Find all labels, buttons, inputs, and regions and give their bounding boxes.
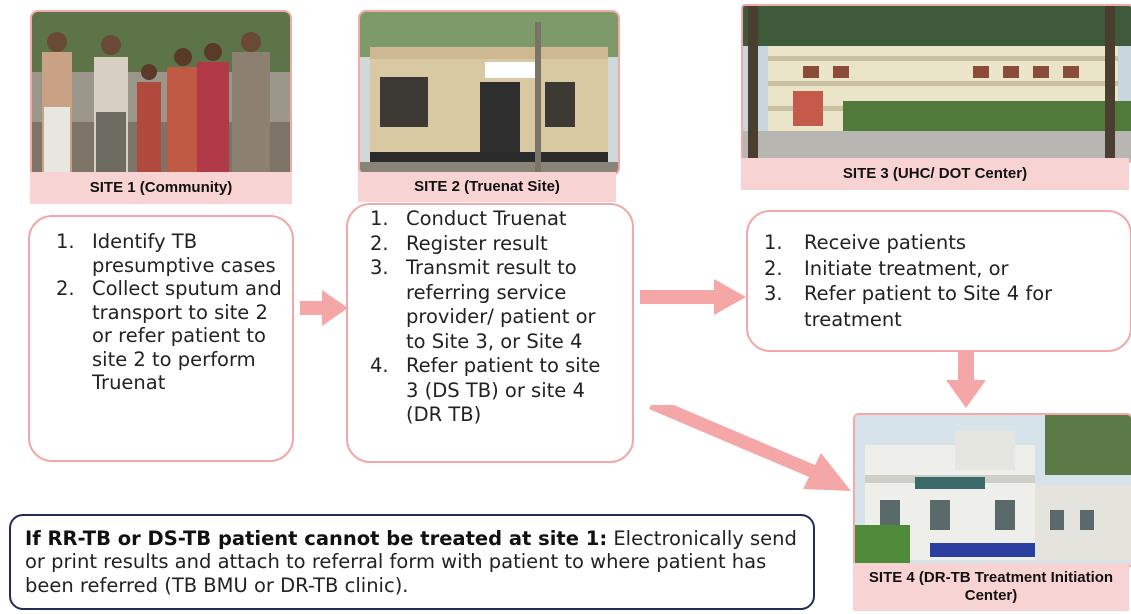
site3-steps-list: 1.Receive patients 2.Initiate treatment,… — [764, 230, 1094, 332]
site3-steps-box: 1.Receive patients 2.Initiate treatment,… — [746, 210, 1131, 352]
arrow-site3-to-site4 — [946, 350, 986, 408]
list-item: 3.Transmit result to referring service p… — [370, 256, 596, 353]
site2-steps-list: 1.Conduct Truenat 2.Register result 3.Tr… — [370, 207, 616, 428]
site1-steps-list: 1.Identify TB presumptive cases 2.Collec… — [56, 230, 286, 395]
list-item: 2.Register result — [370, 231, 548, 255]
site1-label: SITE 1 (Community) — [30, 172, 292, 204]
list-item: 2.Initiate treatment, or — [764, 256, 1009, 280]
list-item: 2.Collect sputum and transport to site 2… — [56, 277, 282, 394]
list-item: 1.Receive patients — [764, 231, 967, 254]
list-item: 4.Refer patient to site 3 (DS TB) or sit… — [370, 354, 601, 426]
site2-steps-box: 1.Conduct Truenat 2.Register result 3.Tr… — [346, 203, 634, 463]
site3-photo — [741, 4, 1131, 163]
list-item: 1.Identify TB presumptive cases — [56, 230, 276, 277]
referral-note-text: Electronically send or print results and… — [25, 527, 797, 597]
list-item: 1.Conduct Truenat — [370, 207, 567, 230]
arrow-site2-to-site4 — [649, 405, 851, 491]
referral-note: If RR-TB or DS-TB patient cannot be trea… — [9, 514, 815, 610]
arrow-site2-to-site3 — [640, 279, 746, 315]
site2-label: SITE 2 (Truenat Site) — [358, 172, 616, 202]
site3-label: SITE 3 (UHC/ DOT Center) — [741, 158, 1129, 190]
arrow-site1-to-site2 — [300, 290, 348, 326]
site4-photo — [853, 413, 1131, 567]
site2-photo — [358, 10, 620, 176]
site1-steps-box: 1.Identify TB presumptive cases 2.Collec… — [28, 215, 294, 462]
list-item: 3.Refer patient to Site 4 for treatment — [764, 282, 1053, 331]
referral-note-heading: If RR-TB or DS-TB patient cannot be trea… — [25, 527, 608, 550]
site4-label: SITE 4 (DR-TB Treatment Initiation Cente… — [853, 563, 1129, 611]
site1-photo — [30, 10, 292, 179]
